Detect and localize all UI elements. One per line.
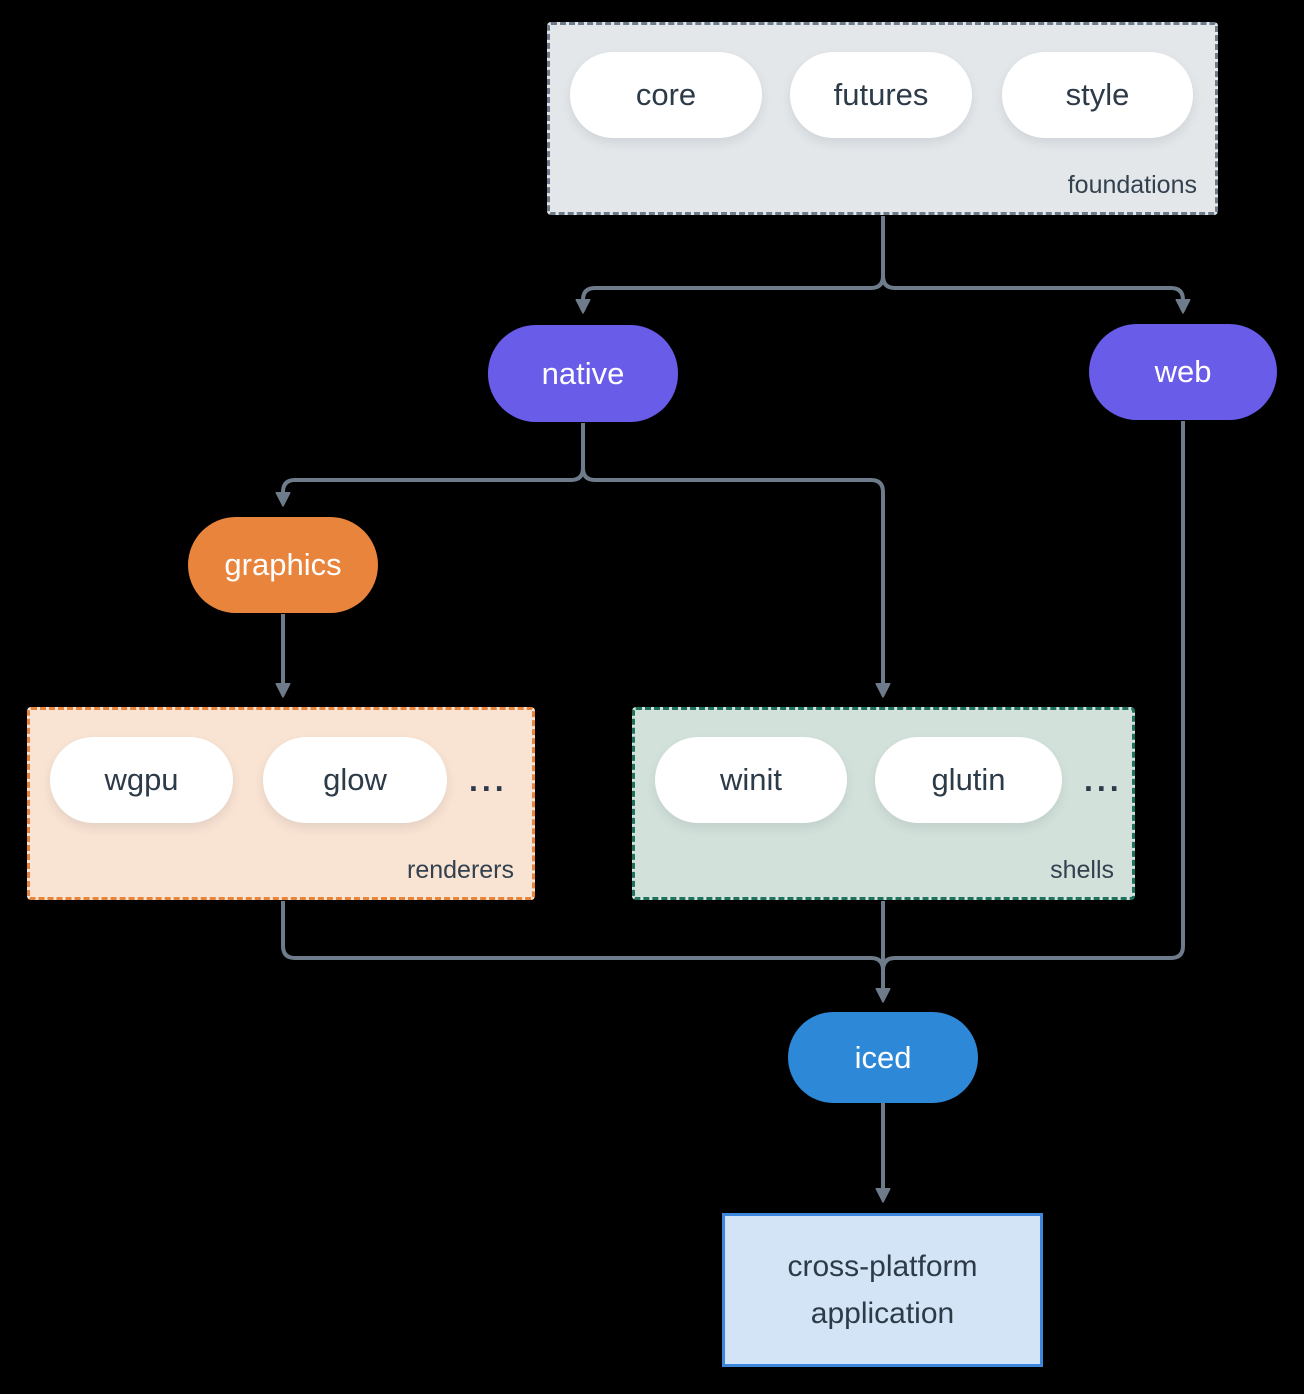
pill-futures: futures [790,52,972,138]
pill-style-label: style [1065,77,1130,112]
foundations-pill-row: core futures style [570,52,1193,138]
node-iced-label: iced [854,1039,912,1075]
shells-group-label: shells [1050,856,1114,884]
pill-glutin-label: glutin [931,762,1006,797]
edge-foundations-web [881,216,1191,314]
app-box-line2: application [810,1297,955,1330]
foundations-group-label: foundations [1067,171,1197,199]
node-web: web [1089,324,1277,420]
group-renderers: wgpu glow ... renderers [27,707,535,900]
renderers-ellipsis: ... [469,761,508,798]
node-iced: iced [788,1012,978,1103]
pill-winit-label: winit [719,762,782,797]
pill-glutin: glutin [875,737,1062,823]
pill-core-label: core [635,77,697,112]
edge-native-shells [581,423,891,698]
node-native-label: native [541,355,625,391]
pill-glow-label: glow [323,762,387,797]
renderers-group-label: renderers [407,856,514,884]
app-box-line1: cross-platform [787,1250,978,1283]
shells-pill-row: winit glutin ... [655,737,1123,823]
pill-wgpu: wgpu [50,737,233,823]
edge-renderers-iced [281,901,885,988]
pill-wgpu-label: wgpu [104,762,179,797]
group-shells: winit glutin ... shells [632,707,1135,900]
node-graphics-label: graphics [224,547,342,582]
pill-style: style [1002,52,1193,138]
pill-futures-label: futures [833,77,929,112]
renderers-pill-row: wgpu glow ... [50,737,508,823]
edge-native-graphics [275,423,585,507]
node-graphics: graphics [188,517,378,613]
pill-core: core [570,52,762,138]
cross-platform-application-box: cross-platform application [722,1213,1043,1367]
edge-web-iced [881,421,1185,988]
group-foundations: core futures style foundations [547,22,1218,215]
pill-glow: glow [263,737,447,823]
shells-ellipsis: ... [1084,761,1123,798]
edge-foundations-native [575,216,885,314]
pill-winit: winit [655,737,847,823]
node-web-label: web [1154,354,1212,389]
node-native: native [488,325,678,422]
